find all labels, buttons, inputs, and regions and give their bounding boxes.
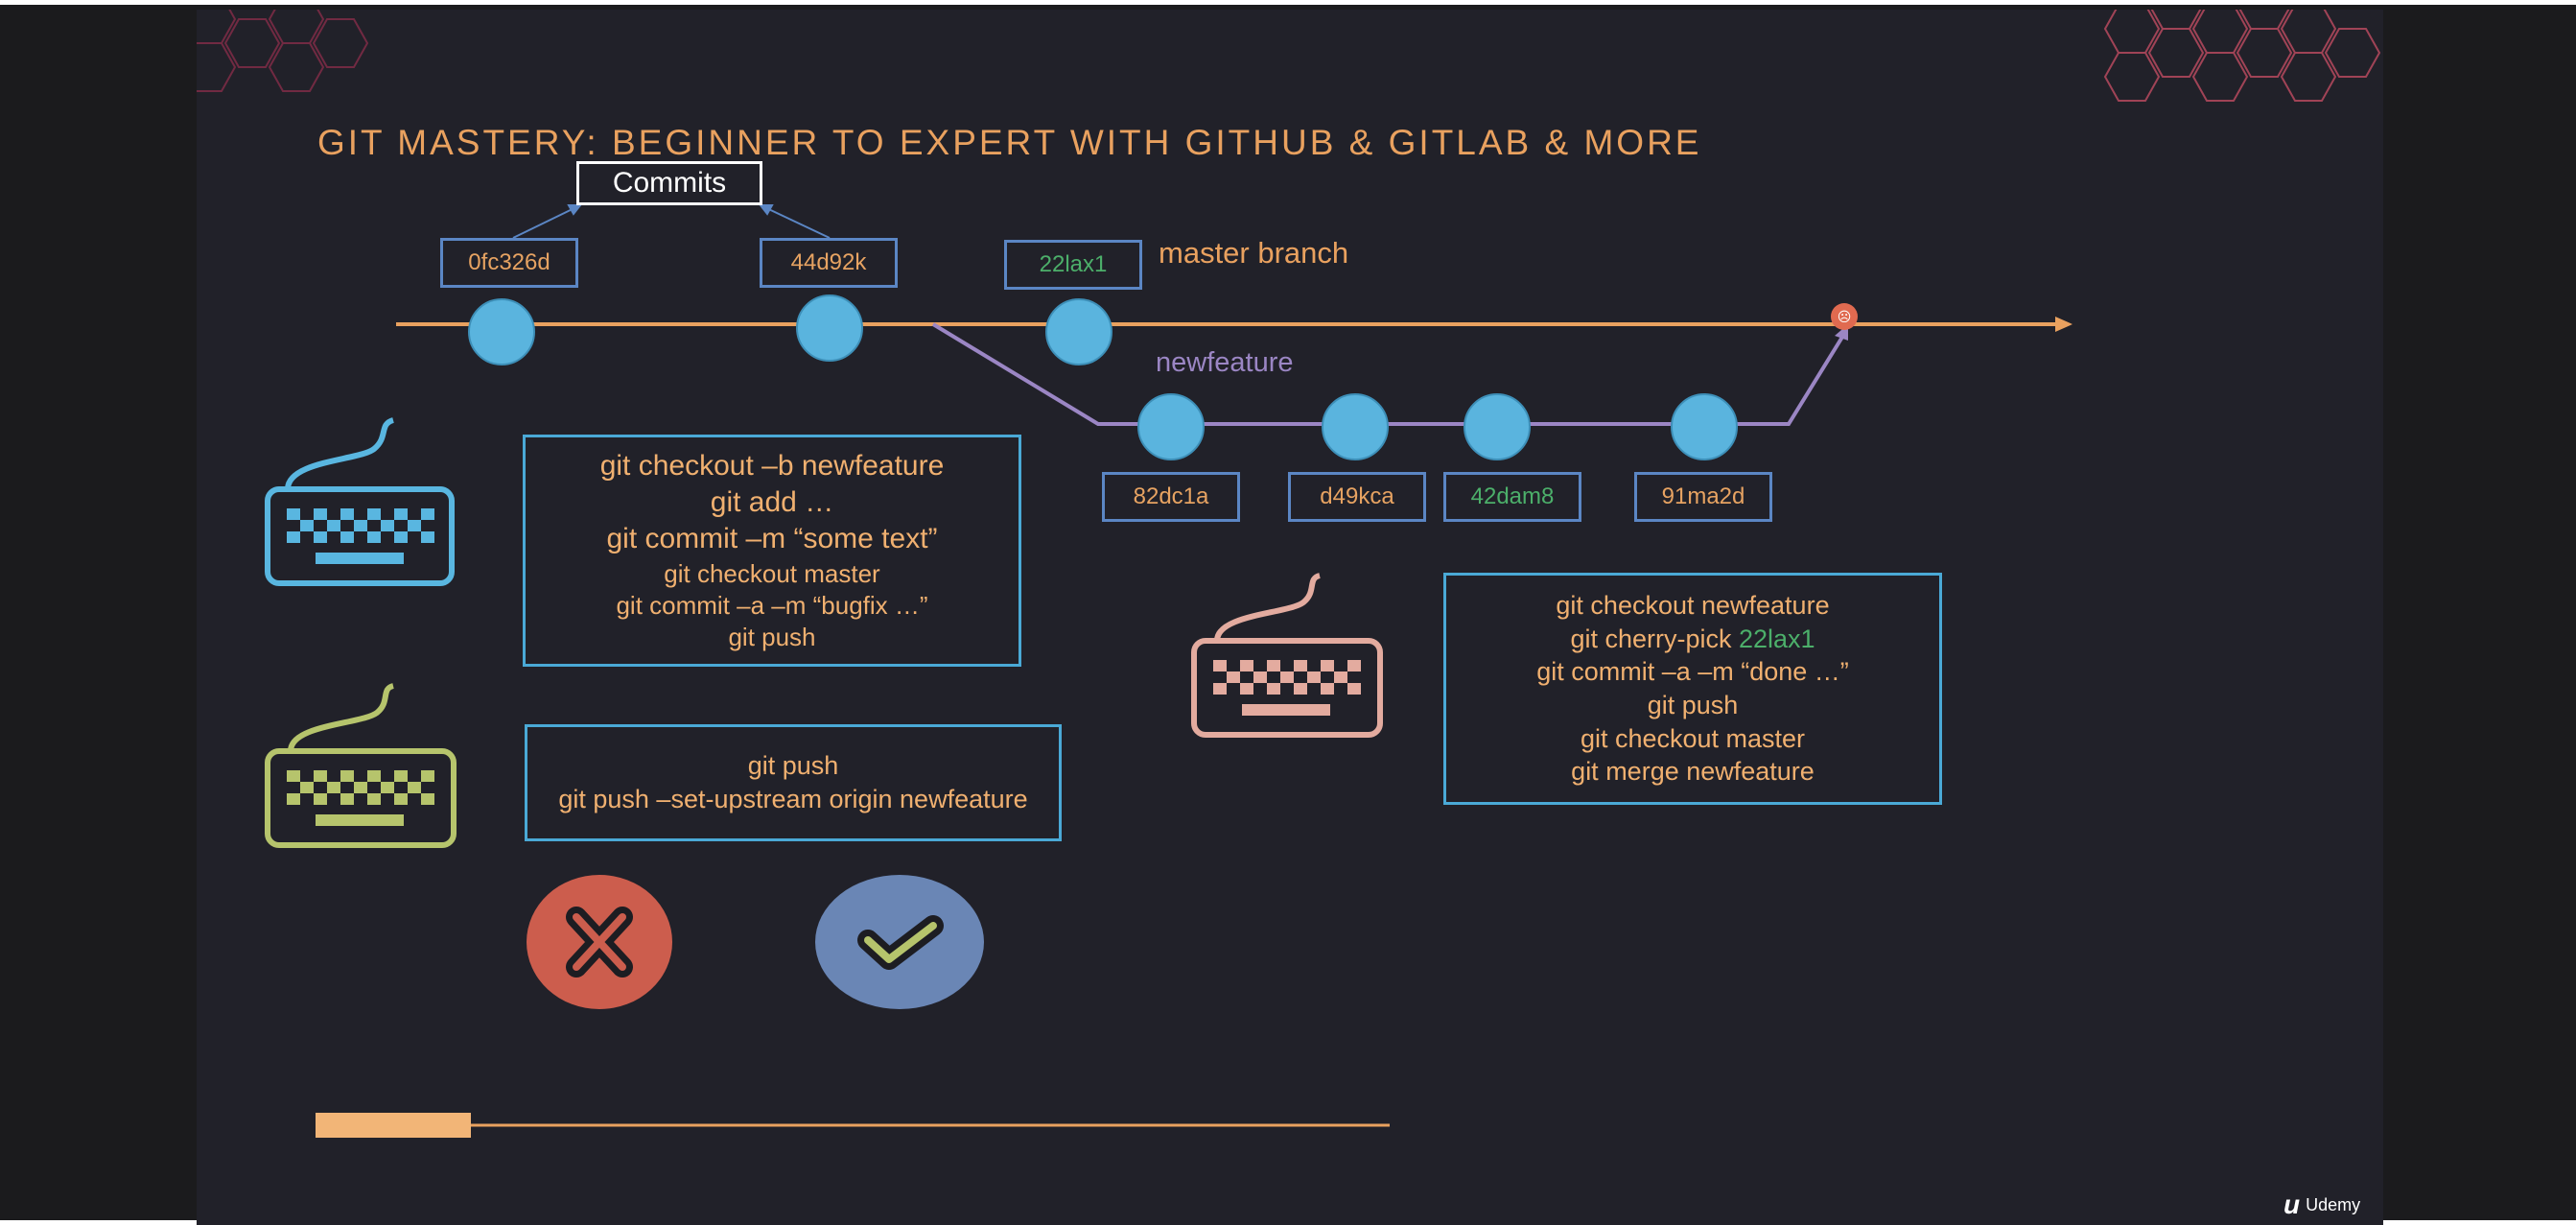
commit-node [1671, 393, 1738, 460]
udemy-logo-icon: u [2283, 1190, 2301, 1219]
command-line: git commit –a –m “bugfix …” [616, 590, 928, 620]
commit-hash-box: 0fc326d [440, 238, 578, 288]
commit-node [1045, 298, 1112, 365]
command-box-blue: git checkout –b newfeature git add … git… [523, 435, 1021, 667]
commit-node [1322, 393, 1389, 460]
commit-node [468, 298, 535, 365]
check-mark-icon [815, 875, 984, 1009]
command-line: git checkout master [664, 558, 880, 588]
merge-commit-node [1831, 303, 1858, 330]
commits-label: Commits [576, 161, 762, 205]
video-frame: ☹ [0, 5, 2576, 1225]
commit-hash-box: 82dc1a [1102, 472, 1240, 522]
commit-hash-highlight: 22lax1 [1738, 624, 1815, 653]
slide: ☹ [197, 10, 2383, 1225]
command-line: git push [1647, 691, 1739, 719]
x-mark-icon [527, 875, 672, 1009]
command-line: git push –set-upstream origin newfeature [558, 785, 1028, 813]
command-line: git checkout master [1580, 723, 1806, 753]
udemy-logo-text: Udemy [2306, 1194, 2361, 1214]
feature-branch-label: newfeature [1156, 347, 1294, 378]
commit-hash-box: d49kca [1288, 472, 1426, 522]
progress-fill [316, 1113, 471, 1138]
command-line: git merge newfeature [1571, 757, 1815, 787]
keyboard-icon [1191, 573, 1383, 738]
command-line: git checkout –b newfeature [599, 449, 945, 482]
commit-node [1464, 393, 1531, 460]
hexagon-pattern-top-right [2103, 10, 2381, 102]
commit-hash-box: 44d92k [760, 238, 898, 288]
udemy-logo: u Udemy [2283, 1190, 2360, 1220]
command-line: git push [747, 751, 839, 781]
svg-text:☹: ☹ [1838, 310, 1852, 325]
command-line: git checkout newfeature [1556, 591, 1830, 621]
commit-node [796, 294, 863, 362]
commits-arrows [512, 204, 831, 239]
command-line: git add … [710, 485, 834, 518]
hexagon-pattern-top-left [197, 10, 369, 92]
command-line: git commit –m “some text” [606, 523, 938, 555]
command-line: git push [728, 623, 816, 652]
command-line: git commit –a –m “done …” [1536, 657, 1849, 687]
command-box-green: git push git push –set-upstream origin n… [525, 724, 1062, 841]
command-line: git cherry-pick 22lax1 [1570, 623, 1815, 656]
commit-hash-box: 91ma2d [1634, 472, 1772, 522]
feature-branch-line [931, 322, 1846, 426]
keyboard-icon [265, 417, 455, 586]
commit-hash-box: 42dam8 [1443, 472, 1581, 522]
command-text: git cherry-pick [1570, 624, 1739, 653]
commit-hash-box: 22lax1 [1004, 240, 1142, 290]
keyboard-icon [265, 683, 457, 848]
command-box-pink: git checkout newfeature git cherry-pick … [1443, 573, 1942, 805]
master-arrowhead [2055, 317, 2073, 332]
slide-title: GIT MASTERY: BEGINNER TO EXPERT WITH GIT… [317, 123, 1702, 162]
commit-node [1137, 393, 1205, 460]
master-branch-label: master branch [1159, 236, 1349, 270]
diagram-canvas: ☹ [197, 10, 2381, 1138]
